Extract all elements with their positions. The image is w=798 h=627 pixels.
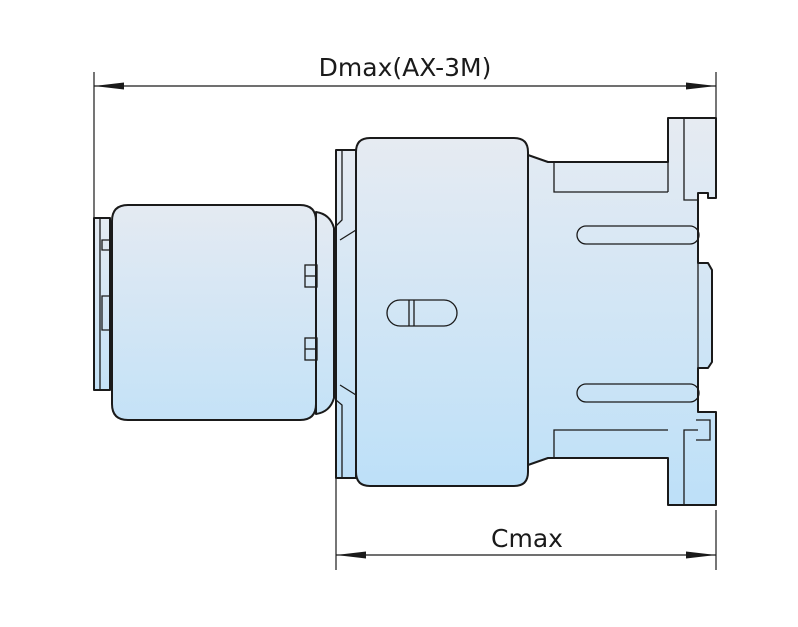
dimension-cmax: Cmax (335, 470, 717, 570)
indicator-window (386, 299, 458, 327)
cmax-arrow-right (686, 551, 716, 559)
main-body (335, 137, 529, 487)
auxiliary-block (93, 204, 335, 421)
upper-slot (576, 225, 700, 245)
dmax-arrow-right (686, 82, 716, 90)
cmax-arrow-left (336, 551, 366, 559)
dimension-dmax: Dmax(AX-3M) (93, 53, 717, 390)
mounting-base (527, 117, 717, 506)
cmax-label: Cmax (491, 524, 563, 553)
lower-slot (576, 383, 700, 403)
dmax-label: Dmax(AX-3M) (319, 53, 492, 82)
dmax-arrow-left (94, 82, 124, 90)
